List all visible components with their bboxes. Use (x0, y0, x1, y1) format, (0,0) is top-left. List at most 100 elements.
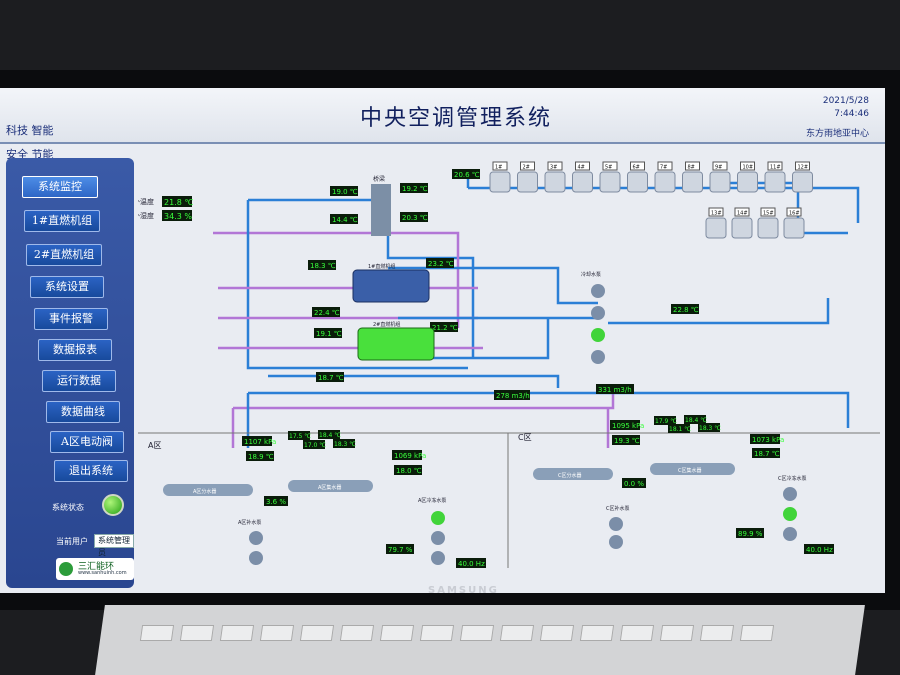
cooling-tower-5[interactable] (599, 171, 621, 193)
menu-exit[interactable]: 退出系统 (54, 460, 128, 482)
menu-zone-a-valve[interactable]: A区电动阀 (50, 431, 124, 453)
chiller-1[interactable] (352, 269, 430, 303)
current-user-value: 系统管理员 (94, 534, 134, 557)
cooling-tower-label-10: 10# (743, 165, 754, 171)
zone-c-collector (650, 463, 735, 475)
cooling-tower-14[interactable] (731, 217, 753, 239)
menu-chiller-2[interactable]: 2#直燃机组 (26, 244, 102, 266)
flow-readout-2: 331 m3/h (598, 386, 632, 394)
sidebar: 系统监控 1#直燃机组 2#直燃机组 系统设置 事件报警 数据报表 运行数据 数… (6, 158, 134, 588)
zone-a-chw-pump-2-icon[interactable] (431, 531, 445, 545)
cooling-tower-3[interactable] (544, 171, 566, 193)
zone-c-pressure-1: 1095 kPa (612, 422, 644, 430)
menu-chiller-1[interactable]: 1#直燃机组 (24, 210, 100, 232)
zone-c-pressure-2: 1073 kPa (752, 436, 784, 444)
time-text: 7:44:46 (834, 109, 869, 119)
cooling-tower-label-9: 9# (715, 165, 722, 171)
cooling-tower-2[interactable] (517, 171, 538, 193)
outdoor-temp-value: 21.8 ℃ (164, 198, 193, 207)
chiller-2[interactable] (357, 327, 435, 361)
cooling-tower-4[interactable] (572, 171, 593, 193)
cooling-tower-tag-12 (795, 161, 810, 171)
cooling-tower-tag-13 (708, 207, 724, 217)
cooling-tower-12[interactable] (792, 171, 813, 193)
cooling-tower-tag-14 (734, 207, 750, 217)
zone-c-makeup-pump-2-icon[interactable] (609, 535, 623, 549)
zone-a-branch-temp-4: 18.3 ℃ (334, 441, 356, 448)
manifold-label: 桥梁 (373, 175, 385, 183)
cooling-pump-4-icon[interactable] (591, 350, 605, 364)
cooling-pump-2-icon[interactable] (591, 306, 605, 320)
zone-c-branch-temp-1: 17.9 ℃ (655, 418, 677, 425)
outdoor-hum-value: 34.3 % (164, 212, 192, 221)
zone-c-chw-pump-3-icon[interactable] (783, 527, 797, 541)
cooling-tower-7[interactable] (654, 171, 676, 193)
zone-c-branch-temp-2: 18.4 ℃ (685, 417, 707, 424)
motto-line2: 安全 节能 (6, 148, 54, 161)
zone-a-pressure-1: 1107 kPa (244, 438, 276, 446)
menu-data-report[interactable]: 数据报表 (38, 339, 112, 361)
cooling-towers: 1#2#3#4#5#6#7#8#9#10#11#12#13#14#15#16# (489, 161, 813, 239)
menu-run-data[interactable]: 运行数据 (42, 370, 116, 392)
zone-c-distributor-label: C区分水器 (558, 472, 582, 479)
zone-a-pressure-2: 1069 kPa (394, 452, 426, 460)
zone-c-label: C区 (518, 433, 532, 442)
cooling-tower-label-3: 3# (550, 165, 557, 171)
cooling-tower-label-16: 16# (789, 211, 800, 217)
menu-data-curve[interactable]: 数据曲线 (46, 401, 120, 423)
menu-system-settings[interactable]: 系统设置 (30, 276, 104, 298)
zone-c-frequency: 40.0 Hz (806, 546, 833, 554)
temp-readout-4: 20.3 ℃ (402, 214, 428, 222)
zone-c-chw-pump-1-icon[interactable] (783, 487, 797, 501)
cooling-tower-tag-6 (630, 161, 645, 171)
zone-c-chw-pump-2-icon[interactable] (783, 507, 797, 521)
date-text: 2021/5/28 (822, 96, 869, 106)
zone-a-makeup-pump-2-icon[interactable] (249, 551, 263, 565)
cooling-pump-1-icon[interactable] (591, 284, 605, 298)
cooling-tower-13[interactable] (705, 217, 727, 239)
cooling-tower-9[interactable] (709, 171, 731, 193)
zone-c-makeup-pump-label: C区补水泵 (606, 505, 630, 512)
temp-readout-10: 21.2 ℃ (432, 324, 458, 332)
zone-a-chw-pump-label: A区冷冻水泵 (418, 497, 446, 504)
cooling-tower-tag-9 (712, 161, 728, 171)
zone-a-branch-temp-2: 18.4 ℃ (319, 432, 341, 439)
zone-a-makeup-pump-label: A区补水泵 (238, 519, 261, 526)
logo-icon (59, 562, 73, 576)
cooling-tower-tag-8 (685, 161, 700, 171)
menu-system-monitor[interactable]: 系统监控 (22, 176, 98, 198)
zone-a-temp-2: 18.0 ℃ (396, 467, 422, 475)
zone-c-chw-pump-label: C区冷冻水泵 (778, 475, 807, 482)
cooling-tower-tag-4 (575, 161, 590, 171)
cooling-tower-16[interactable] (783, 217, 805, 239)
zone-a-chw-pump-1-icon[interactable] (431, 511, 445, 525)
zone-a-chw-pump-3-icon[interactable] (431, 551, 445, 565)
chiller-2-label: 2#直燃机组 (373, 321, 400, 328)
cooling-tower-6[interactable] (627, 171, 648, 193)
zone-a-label: A区 (148, 441, 161, 450)
cooling-tower-8[interactable] (682, 171, 703, 193)
flow-readout-1: 278 m3/h (496, 392, 530, 400)
cooling-tower-10[interactable] (737, 171, 758, 193)
cooling-tower-tag-15 (760, 207, 776, 217)
zone-c-makeup-pump-1-icon[interactable] (609, 517, 623, 531)
status-indicator-icon (102, 494, 124, 516)
outdoor-hum-label: 室外湿度 (138, 211, 154, 220)
system-status-label: 系统状态 (52, 503, 84, 512)
cooling-tower-1[interactable] (489, 171, 511, 193)
zone-a-makeup-pump-1-icon[interactable] (249, 531, 263, 545)
zone-c-collector-label: C区集水器 (678, 467, 702, 474)
cooling-tower-tag-11 (767, 161, 783, 171)
cooling-tower-11[interactable] (764, 171, 786, 193)
zone-c-temp-1: 19.3 ℃ (614, 437, 640, 445)
cooling-tower-label-1: 1# (495, 165, 502, 171)
zone-c-distributor (533, 468, 613, 480)
keyboard (95, 605, 865, 675)
zone-a-percent-2: 79.7 % (388, 546, 413, 554)
menu-event-alarm[interactable]: 事件报警 (34, 308, 108, 330)
cooling-tower-15[interactable] (757, 217, 779, 239)
cooling-tower-label-13: 13# (711, 211, 722, 217)
cooling-pump-3-icon[interactable] (591, 328, 605, 342)
temp-readout-5: 20.6 ℃ (454, 171, 480, 179)
temp-readout-9: 19.1 ℃ (316, 330, 342, 338)
